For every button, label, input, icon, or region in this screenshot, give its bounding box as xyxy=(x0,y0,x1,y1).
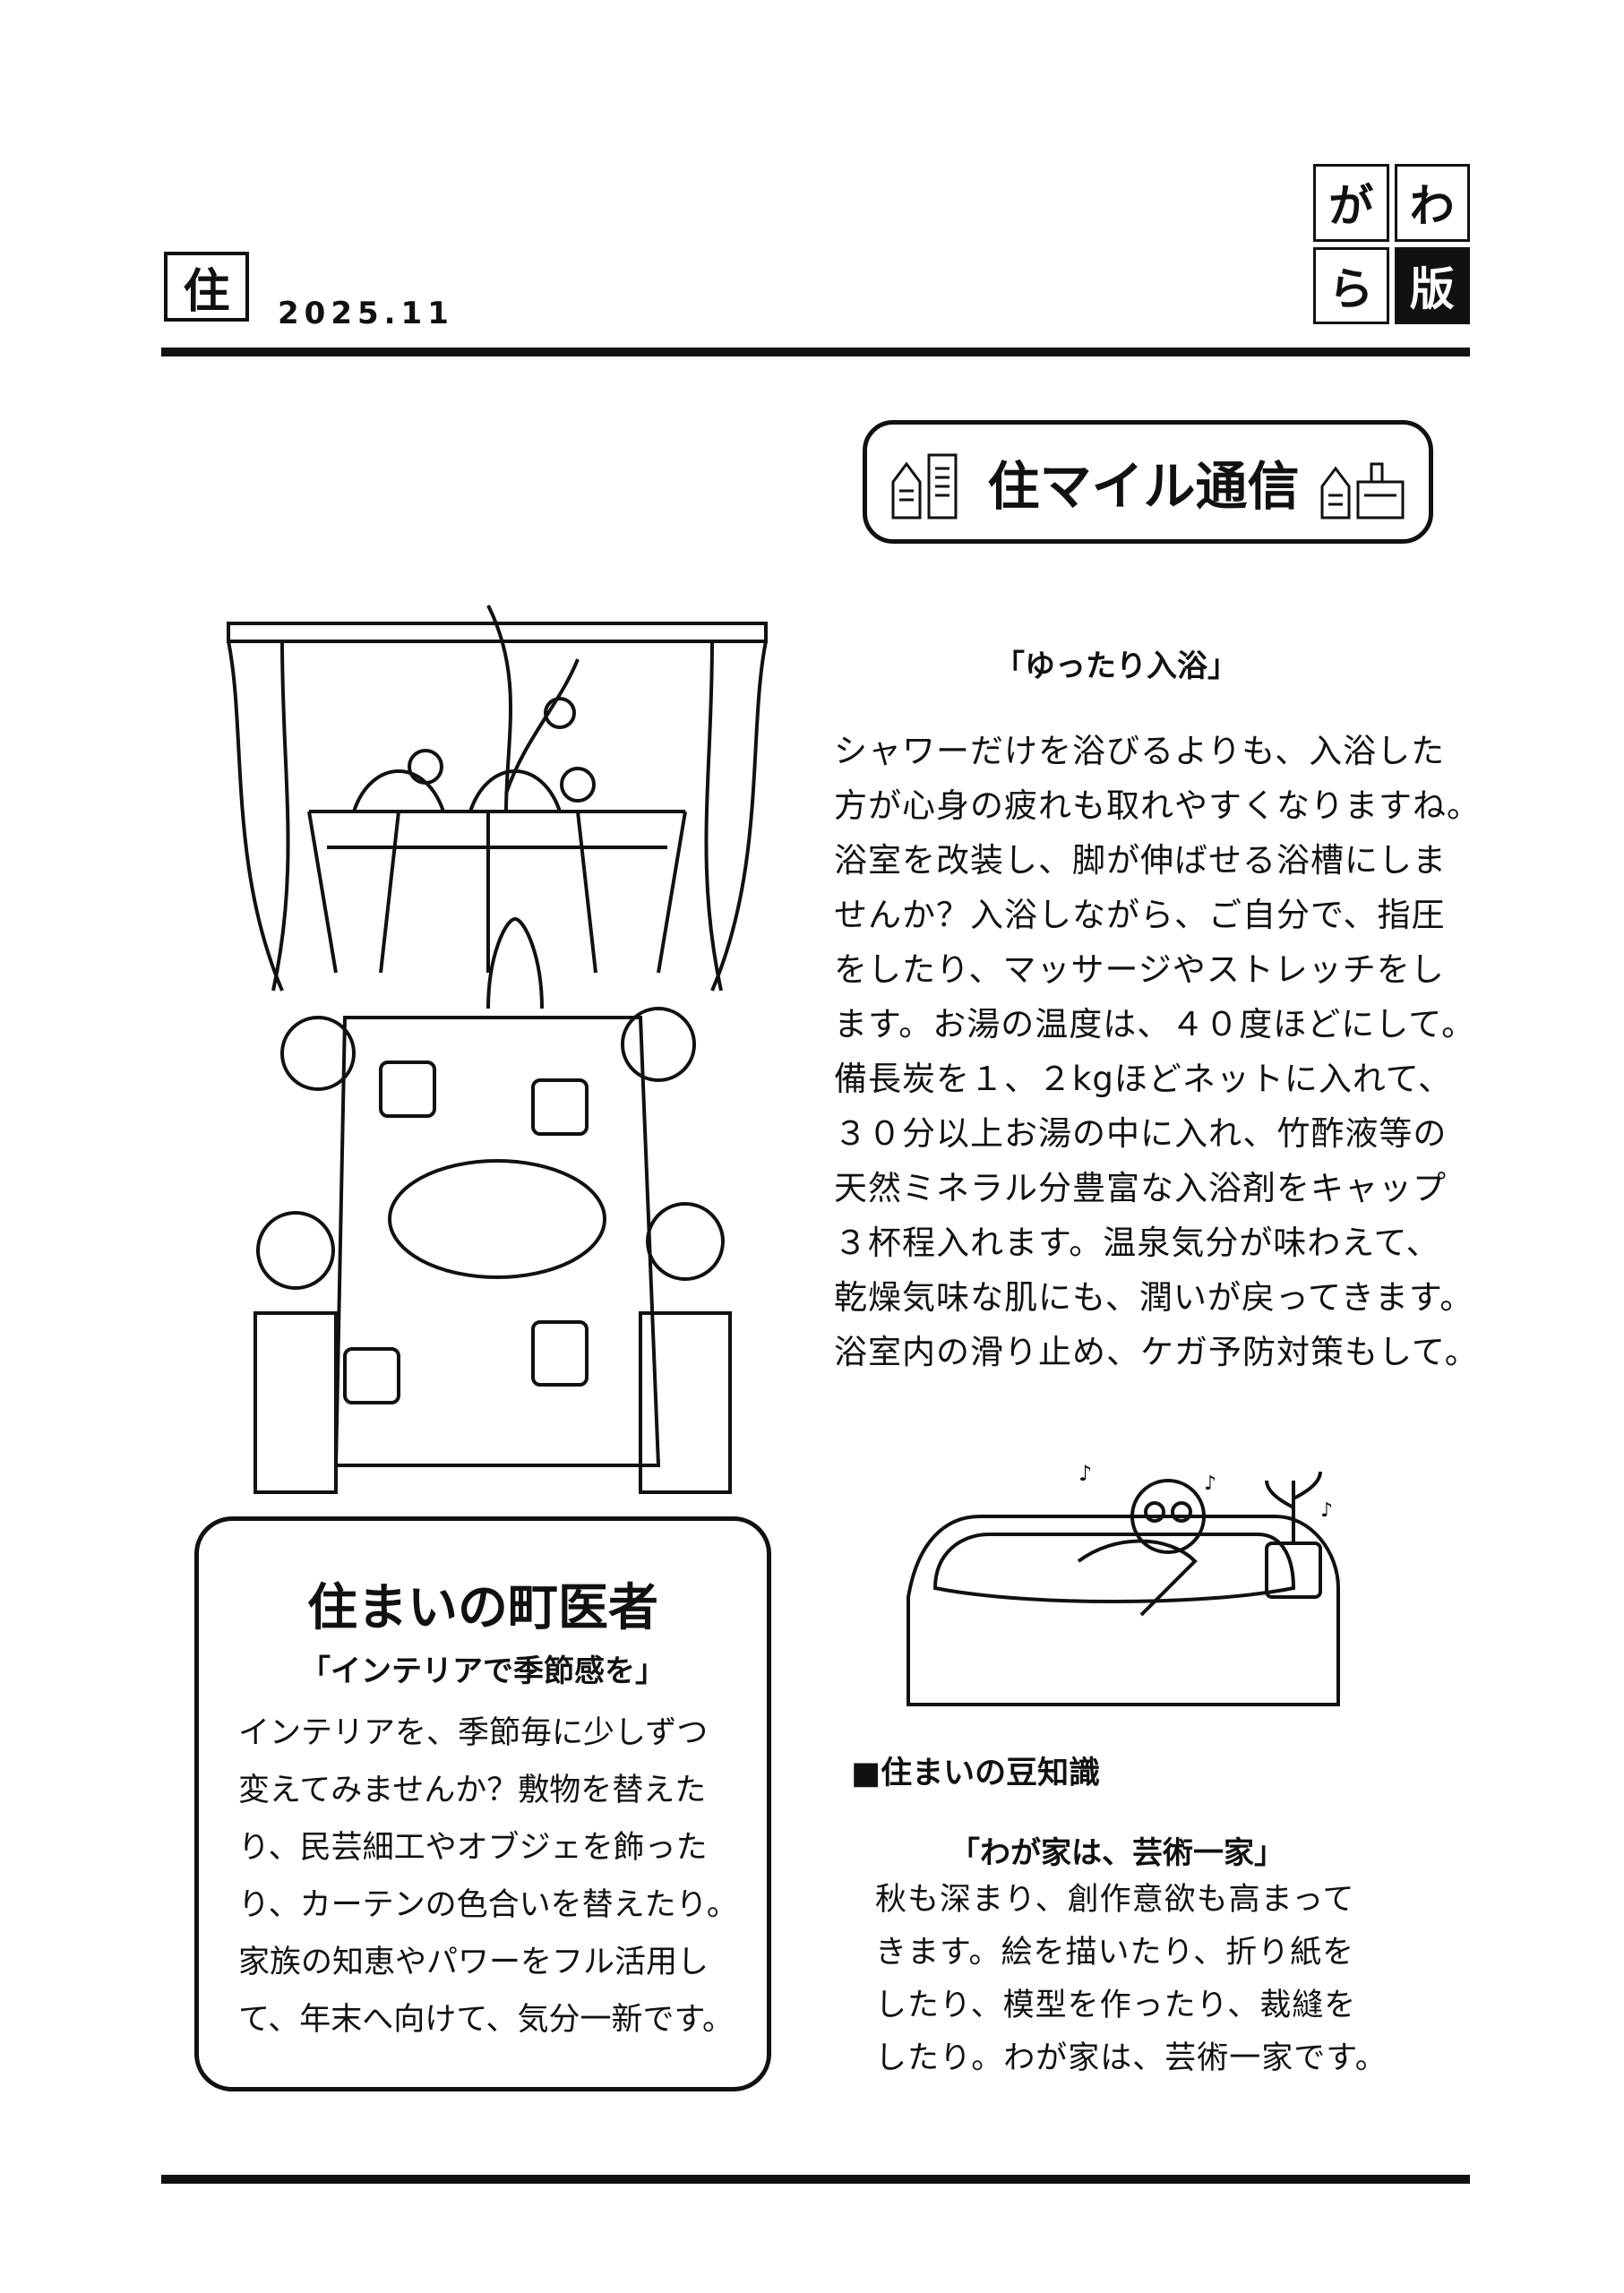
svg-text:♪: ♪ xyxy=(1078,1461,1092,1486)
trivia-body: 秋も深まり、創作意欲も高まって きます。絵を描いたり、折り紙を したり、模型を作… xyxy=(875,1874,1388,2085)
text-line: ます。お湯の温度は、４０度ほどにして。 xyxy=(834,1005,1476,1043)
text-line: 備長炭を１、２kgほどネットに入れて、 xyxy=(834,1060,1452,1098)
trivia-section-title: ■住まいの豆知識 xyxy=(851,1756,1101,1791)
text-line: したり。わが家は、芸術一家です。 xyxy=(875,2040,1388,2076)
doctor-box-title: 住まいの町医者 xyxy=(307,1579,658,1637)
text-line: せんか？入浴しながら、ご自分で、指圧 xyxy=(834,896,1446,934)
text-line: 変えてみませんか？敷物を替えた xyxy=(238,1773,707,1808)
family-table-illustration xyxy=(227,605,768,1494)
masthead-char: が xyxy=(1313,164,1389,242)
text-line: て、年末へ向けて、気分一新です。 xyxy=(238,2002,735,2038)
houses-icon xyxy=(1320,462,1404,520)
text-line: 乾燥気味な肌にも、潤いが戻ってきます。 xyxy=(834,1278,1474,1317)
masthead-char: わ xyxy=(1394,164,1470,242)
category-badge: 住 xyxy=(164,252,249,322)
text-line: シャワーだけを浴びるよりも、入浴した xyxy=(834,732,1446,770)
doctor-box-subtitle: 「インテリアで季節感を」 xyxy=(300,1653,666,1689)
text-line: 方が心身の疲れも取れやすくなりますね。 xyxy=(834,786,1481,825)
bottom-rule xyxy=(161,2175,1470,2184)
masthead-char: ら xyxy=(1313,246,1389,324)
text-line: 秋も深まり、創作意欲も高まって xyxy=(875,1882,1355,1918)
text-line: 家族の知恵やパワーをフル活用し xyxy=(238,1945,709,1980)
text-line: をしたり、マッサージやストレッチをし xyxy=(834,950,1445,989)
text-line: きます。絵を描いたり、折り紙を xyxy=(875,1935,1355,1971)
newsletter-title: 住マイル通信 xyxy=(987,456,1300,517)
houses-icon xyxy=(891,453,958,520)
text-line: インテリアを、季節毎に少しずつ xyxy=(238,1715,709,1751)
bath-article-body: シャワーだけを浴びるよりも、入浴した 方が心身の疲れも取れやすくなりますね。 浴… xyxy=(834,724,1481,1379)
text-line: 浴室内の滑り止め、ケガ予防対策もして。 xyxy=(834,1333,1479,1371)
text-line: ３杯程入れます。温泉気分が味わえて、 xyxy=(834,1224,1440,1262)
doctor-box-body: インテリアを、季節毎に少しずつ 変えてみませんか？敷物を替えた り、民芸細工やオ… xyxy=(238,1705,738,2048)
text-line: り、民芸細工やオブジェを飾った xyxy=(238,1830,708,1866)
svg-text:♪: ♪ xyxy=(1320,1499,1333,1522)
text-line: 浴室を改装し、脚が伸ばせる浴槽にしま xyxy=(834,841,1447,880)
bathtub-illustration: ♪ ♪ ♪ xyxy=(907,1461,1340,1706)
text-line: 天然ミネラル分豊富な入浴剤をキャップ xyxy=(834,1169,1447,1207)
text-line: したり、模型を作ったり、裁縫を xyxy=(875,1988,1357,2023)
doctor-box: 住まいの町医者 「インテリアで季節感を」 インテリアを、季節毎に少しずつ 変えて… xyxy=(194,1516,771,2091)
masthead-logo: が わ ら 版 xyxy=(1313,164,1470,324)
text-line: り、カーテンの色合いを替えたり。 xyxy=(238,1887,738,1923)
top-rule xyxy=(161,348,1470,356)
bath-article-heading: 「ゆったり入浴」 xyxy=(994,648,1238,684)
text-line: ３０分以上お湯の中に入れ、竹酢液等の xyxy=(834,1114,1448,1153)
masthead-char: 版 xyxy=(1394,246,1470,324)
issue-date: 2025.11 xyxy=(278,296,454,331)
svg-text:♪: ♪ xyxy=(1204,1473,1216,1495)
trivia-heading: 「わが家は、芸術一家」 xyxy=(949,1835,1285,1871)
title-box: 住マイル通信 xyxy=(863,420,1433,544)
